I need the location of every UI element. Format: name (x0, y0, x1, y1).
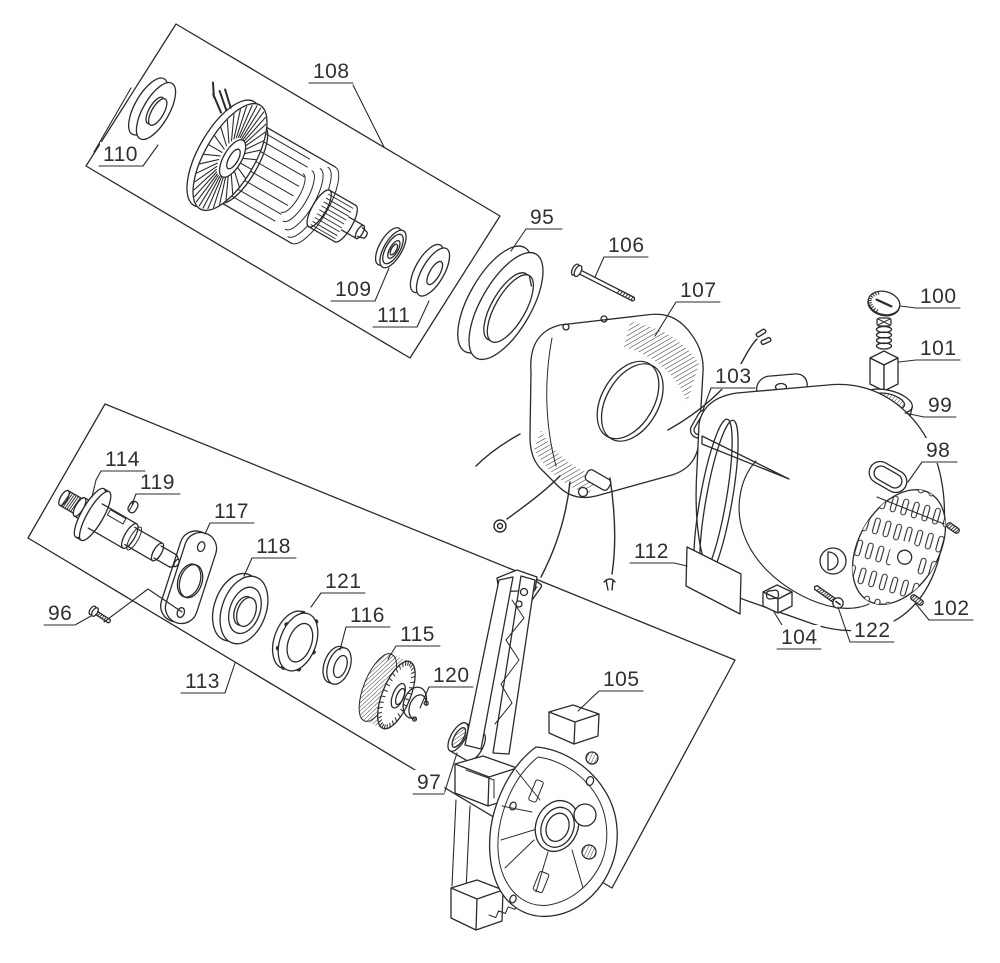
part-armature-108 (186, 81, 368, 245)
brand-logo-icon (819, 547, 847, 575)
part-label-120: 120 (433, 664, 470, 687)
part-label-115: 115 (400, 623, 435, 646)
part-label-112: 112 (634, 540, 669, 563)
part-baffle-95 (457, 245, 544, 361)
part-label-95: 95 (530, 206, 554, 229)
part-label-99: 99 (928, 394, 952, 417)
part-label-109: 109 (335, 278, 372, 301)
part-screw-102-upper (946, 522, 960, 534)
part-label-107: 107 (680, 279, 717, 302)
part-label-119: 119 (140, 471, 175, 494)
part-label-108: 108 (313, 60, 350, 83)
label-backplate (102, 447, 143, 472)
part-label-111: 111 (377, 304, 410, 327)
part-bearing-plate-117 (160, 530, 218, 625)
part-label-106: 106 (608, 234, 645, 257)
part-bearing-111 (409, 243, 451, 297)
part-bearing-109 (374, 227, 407, 269)
label-backplate (322, 569, 365, 594)
label-backplate (923, 438, 954, 463)
label-backplate (182, 669, 223, 694)
part-labels: 95 96 97 98 99 100 101 102 103 104 105 1… (45, 59, 973, 795)
part-gear-115 (358, 653, 416, 730)
housing-vent-slots (851, 489, 947, 605)
part-label-113: 113 (185, 670, 220, 693)
label-backplate (631, 539, 672, 564)
part-screw-96 (88, 605, 111, 624)
part-label-97: 97 (417, 771, 441, 794)
part-key-119 (127, 500, 139, 514)
part-retaining-ring-120 (402, 686, 429, 722)
part-field-coil-107 (529, 313, 704, 499)
part-label-110: 110 (103, 143, 138, 166)
label-backplate (605, 233, 648, 258)
label-backplate (430, 663, 473, 688)
part-label-122: 122 (854, 619, 891, 642)
label-backplate (600, 667, 643, 692)
part-bearing-110 (127, 77, 177, 141)
label-backplate (374, 303, 414, 328)
part-sleeve-97 (447, 722, 486, 762)
part-nameplate-112 (685, 546, 742, 615)
leader-lines (74, 84, 945, 795)
label-backplate (925, 393, 956, 418)
label-backplate (917, 284, 960, 309)
part-label-96: 96 (48, 602, 72, 625)
assembly-boundary-armature-group (85, 23, 501, 359)
part-gear-case-105 (450, 569, 618, 931)
label-backplate (137, 470, 178, 495)
label-backplate (930, 596, 973, 621)
part-label-105: 105 (603, 668, 640, 691)
label-backplate (253, 534, 294, 559)
label-backplate (778, 625, 821, 650)
part-screw-106 (570, 263, 636, 302)
label-backplate (332, 277, 375, 302)
part-carbon-brush-101 (869, 317, 899, 392)
label-backplate (851, 618, 894, 643)
part-label-101: 101 (920, 337, 957, 360)
part-label-117: 117 (214, 500, 249, 523)
part-lock-ring-121 (271, 610, 319, 672)
part-screw-122 (813, 585, 844, 609)
part-label-118: 118 (256, 535, 291, 558)
label-backplate (527, 205, 558, 230)
part-ring-116 (322, 645, 352, 685)
part-brush-cap-100 (867, 290, 901, 317)
label-underlines (43, 82, 974, 795)
part-label-116: 116 (350, 604, 385, 627)
part-label-121: 121 (325, 570, 362, 593)
part-label-98: 98 (926, 439, 950, 462)
part-spindle-114 (58, 487, 180, 568)
part-bearing-118 (211, 572, 269, 645)
part-motor-housing-98 (693, 373, 947, 632)
part-screw-102-lower (910, 594, 924, 606)
label-backplate (917, 336, 960, 361)
part-nut-104 (762, 584, 793, 614)
label-backplate (414, 770, 445, 795)
label-backplate (100, 142, 141, 167)
label-backplate (397, 622, 438, 647)
label-backplate (45, 601, 76, 626)
label-backplate (347, 603, 388, 628)
part-label-103: 103 (715, 365, 752, 388)
label-backplate (310, 59, 353, 84)
part-label-104: 104 (781, 626, 818, 649)
label-backplate (211, 499, 252, 524)
part-label-100: 100 (920, 285, 957, 308)
label-backplate (677, 278, 720, 303)
label-backplate (712, 364, 755, 389)
part-label-102: 102 (933, 597, 970, 620)
part-label-114: 114 (105, 448, 140, 471)
